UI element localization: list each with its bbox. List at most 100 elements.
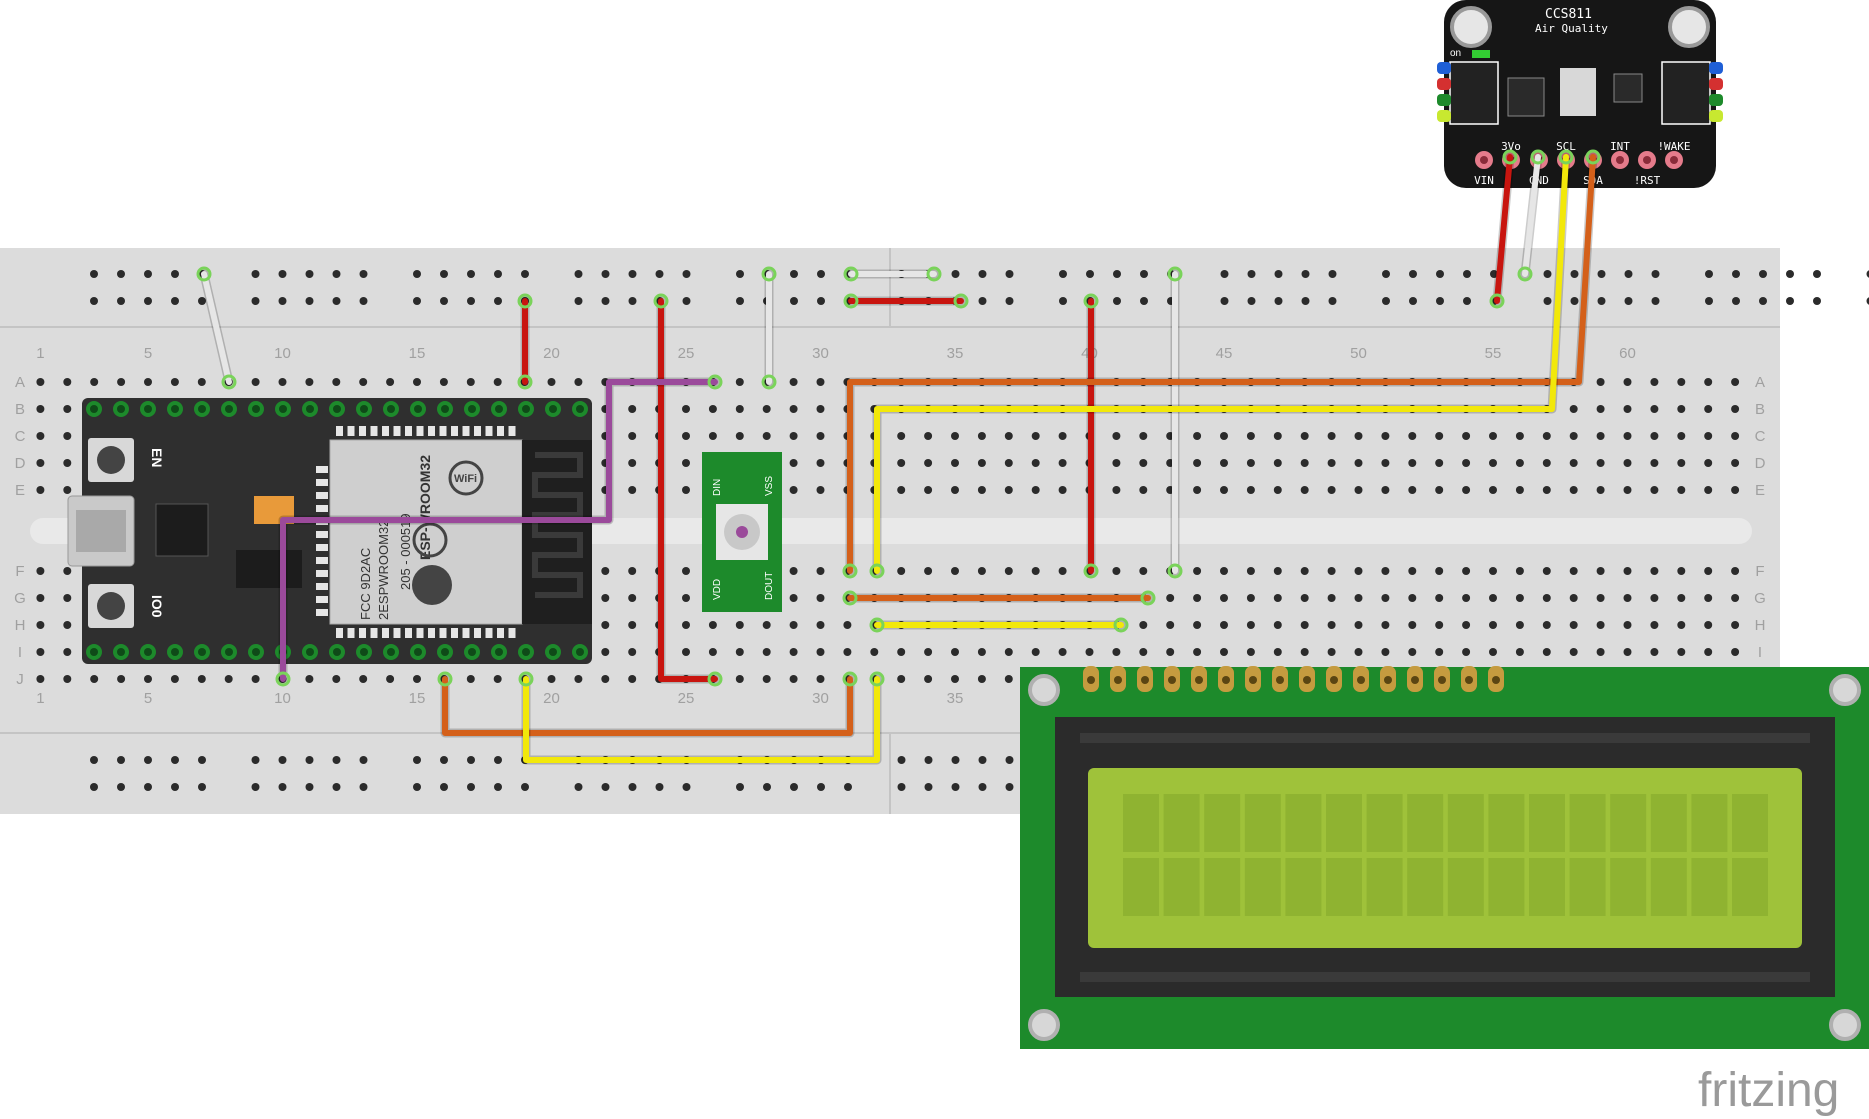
breadboard-hole [1489, 459, 1497, 467]
lcd-cell [1204, 858, 1241, 916]
esp32-pin-hole [306, 405, 314, 413]
red-wire [658, 298, 718, 682]
esp32-pin-hole [441, 648, 449, 656]
breadboard-hole [386, 675, 395, 683]
purple-wire-end [707, 374, 723, 390]
breadboard-hole [762, 675, 771, 683]
breadboard-hole [1435, 432, 1444, 440]
breadboard-hole [1112, 567, 1121, 575]
breadboard-hole [251, 378, 260, 386]
breadboard-hole [708, 621, 717, 629]
esp32-pin-hole [495, 405, 503, 413]
module-pad [439, 628, 447, 638]
cert-text: 205 - 000519 [398, 513, 413, 590]
rail-hole [1732, 270, 1740, 278]
module-pad [462, 426, 470, 436]
lcd-cell [1326, 794, 1362, 852]
breadboard-hole [1569, 594, 1578, 602]
on-label: on [1450, 48, 1461, 59]
breadboard-hole [789, 405, 798, 413]
rail-hole [1866, 297, 1869, 305]
esp32-pin-hole [279, 405, 287, 413]
mount-hole [1028, 674, 1060, 706]
red-wire-end [1502, 149, 1518, 165]
breadboard-hole [789, 432, 798, 440]
lcd-pin-hole [1276, 676, 1284, 684]
breadboard-hole [1677, 648, 1686, 656]
breadboard-hole [951, 675, 959, 683]
breadboard-hole [547, 378, 556, 386]
module-pad [316, 505, 328, 512]
breadboard-hole [1058, 567, 1067, 575]
breadboard-hole [1731, 621, 1740, 629]
breadboard-hole [628, 567, 637, 575]
rail-hole [817, 297, 825, 305]
orange-wire [442, 676, 853, 736]
breadboard-hole [628, 459, 637, 467]
rail-hole [90, 270, 98, 278]
rail-hole [440, 297, 448, 305]
rail-hole [790, 297, 798, 305]
breadboard-hole [951, 486, 959, 494]
breadboard-hole [1650, 459, 1659, 467]
breadboard-hole [493, 675, 502, 683]
breadboard-hole [762, 621, 771, 629]
esp32-pin-hole [387, 405, 395, 413]
yellow-wire [523, 676, 880, 763]
breadboard-hole [1354, 486, 1363, 494]
sensor-ic [1613, 73, 1643, 103]
lcd-cell [1691, 794, 1728, 852]
rail-hole [1570, 297, 1579, 305]
module-pad [416, 628, 424, 638]
lcd-pin-hole [1195, 676, 1203, 684]
module-pad [370, 628, 378, 638]
breadboard-hole [90, 378, 99, 386]
rail-hole [655, 783, 664, 791]
rail-hole [117, 270, 125, 278]
breadboard-hole [628, 648, 637, 656]
esp32-pin-hole [360, 405, 368, 413]
io0-button[interactable]: IO0 [88, 584, 165, 628]
rail-hole [1543, 297, 1552, 305]
esp32-pin-hole [171, 405, 179, 413]
esp32-pin-hole [198, 405, 206, 413]
esp32-pin-hole [117, 405, 125, 413]
en-button[interactable]: EN [88, 438, 165, 482]
breadboard-hole [1327, 567, 1336, 575]
mount-hole [1829, 674, 1861, 706]
breadboard-hole [1300, 432, 1309, 440]
rail-hole [117, 297, 125, 305]
pin-vss: VSS [764, 476, 775, 496]
module-pad [370, 426, 378, 436]
fritzing-watermark: fritzing [1698, 1064, 1839, 1117]
stemma-dot [1437, 78, 1451, 90]
lcd-16x2 [1020, 666, 1869, 1049]
rail-hole [144, 783, 152, 791]
breadboard-hole [1704, 459, 1713, 467]
breadboard-hole [1273, 486, 1282, 494]
breadboard-hole [1246, 648, 1255, 656]
breadboard-hole [170, 675, 179, 683]
rail-hole [1543, 270, 1552, 278]
breadboard-hole [1731, 486, 1740, 494]
breadboard-hole [1677, 378, 1686, 386]
breadboard-hole [1462, 567, 1471, 575]
breadboard-hole [1542, 486, 1551, 494]
breadboard-hole [63, 432, 72, 440]
breadboard-hole [708, 648, 717, 656]
lcd-cell [1488, 858, 1525, 916]
rail-hole [897, 756, 906, 764]
module-pad [428, 426, 435, 436]
rail-hole [1597, 270, 1606, 278]
breadboard-hole [1515, 567, 1524, 575]
mount-hole [1829, 1009, 1861, 1041]
row-letter: D [15, 455, 26, 472]
module-pad [316, 557, 328, 564]
breadboard-hole [762, 648, 771, 656]
breadboard-hole [924, 432, 933, 440]
esp32-pin-hole [360, 648, 368, 656]
esp32-pin-hole [198, 648, 206, 656]
breadboard-hole [1246, 432, 1255, 440]
wifi-label: WiFi [454, 473, 477, 485]
breadboard-hole [1489, 486, 1497, 494]
